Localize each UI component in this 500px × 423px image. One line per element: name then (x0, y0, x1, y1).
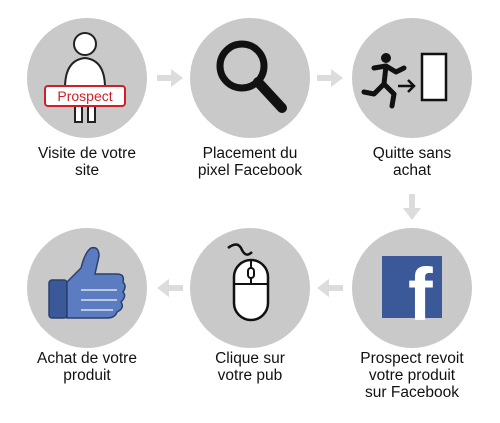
arrow-left-icon (157, 279, 183, 297)
step-buy-label-line: produit (63, 367, 111, 384)
step-click-label-line: Clique sur (215, 350, 285, 367)
prospect-badge: Prospect (44, 85, 126, 107)
step-buy-label: Achat de votre produit (12, 350, 162, 384)
step-facebook-circle: f (352, 228, 472, 348)
step-visit-circle: Prospect (27, 18, 147, 138)
step-pixel-label: Placement du pixel Facebook (175, 145, 325, 179)
arrow-right-icon (157, 69, 183, 87)
facebook-logo-icon (382, 256, 442, 318)
step-click-circle (190, 228, 310, 348)
step-leave-label: Quitte sans achat (337, 145, 487, 179)
step-visit-label: Visite de votre site (12, 145, 162, 179)
mouse-icon (227, 243, 270, 322)
step-facebook-label-line: votre produit (368, 367, 456, 384)
arrow-right-icon (317, 69, 343, 87)
step-leave-circle (352, 18, 472, 138)
thumbs-up-icon (48, 246, 126, 319)
step-click-label: Clique sur votre pub (175, 350, 325, 384)
step-visit-label-line: Visite de votre (38, 145, 136, 162)
step-facebook-label-line: Prospect revoit (360, 350, 464, 367)
step-facebook-label-line: sur Facebook (365, 384, 459, 401)
step-leave-label-line: achat (393, 162, 431, 179)
step-pixel-label-line: pixel Facebook (197, 162, 303, 179)
step-buy-label-line: Achat de votre (37, 350, 137, 367)
step-leave-label-line: Quitte sans (372, 145, 452, 162)
step-buy-circle (27, 228, 147, 348)
step-pixel-circle (190, 18, 310, 138)
step-facebook-label: Prospect revoit votre produit sur Facebo… (337, 350, 487, 401)
magnifier-icon (216, 40, 287, 113)
step-visit-label-line: site (74, 162, 100, 179)
step-click-label-line: votre pub (217, 367, 283, 384)
exit-running-icon (361, 52, 448, 109)
person-icon (63, 32, 107, 123)
arrow-left-icon (317, 279, 343, 297)
facebook-letter: f (408, 253, 433, 336)
step-pixel-label-line: Placement du (202, 145, 298, 162)
arrow-down-icon (403, 194, 421, 220)
